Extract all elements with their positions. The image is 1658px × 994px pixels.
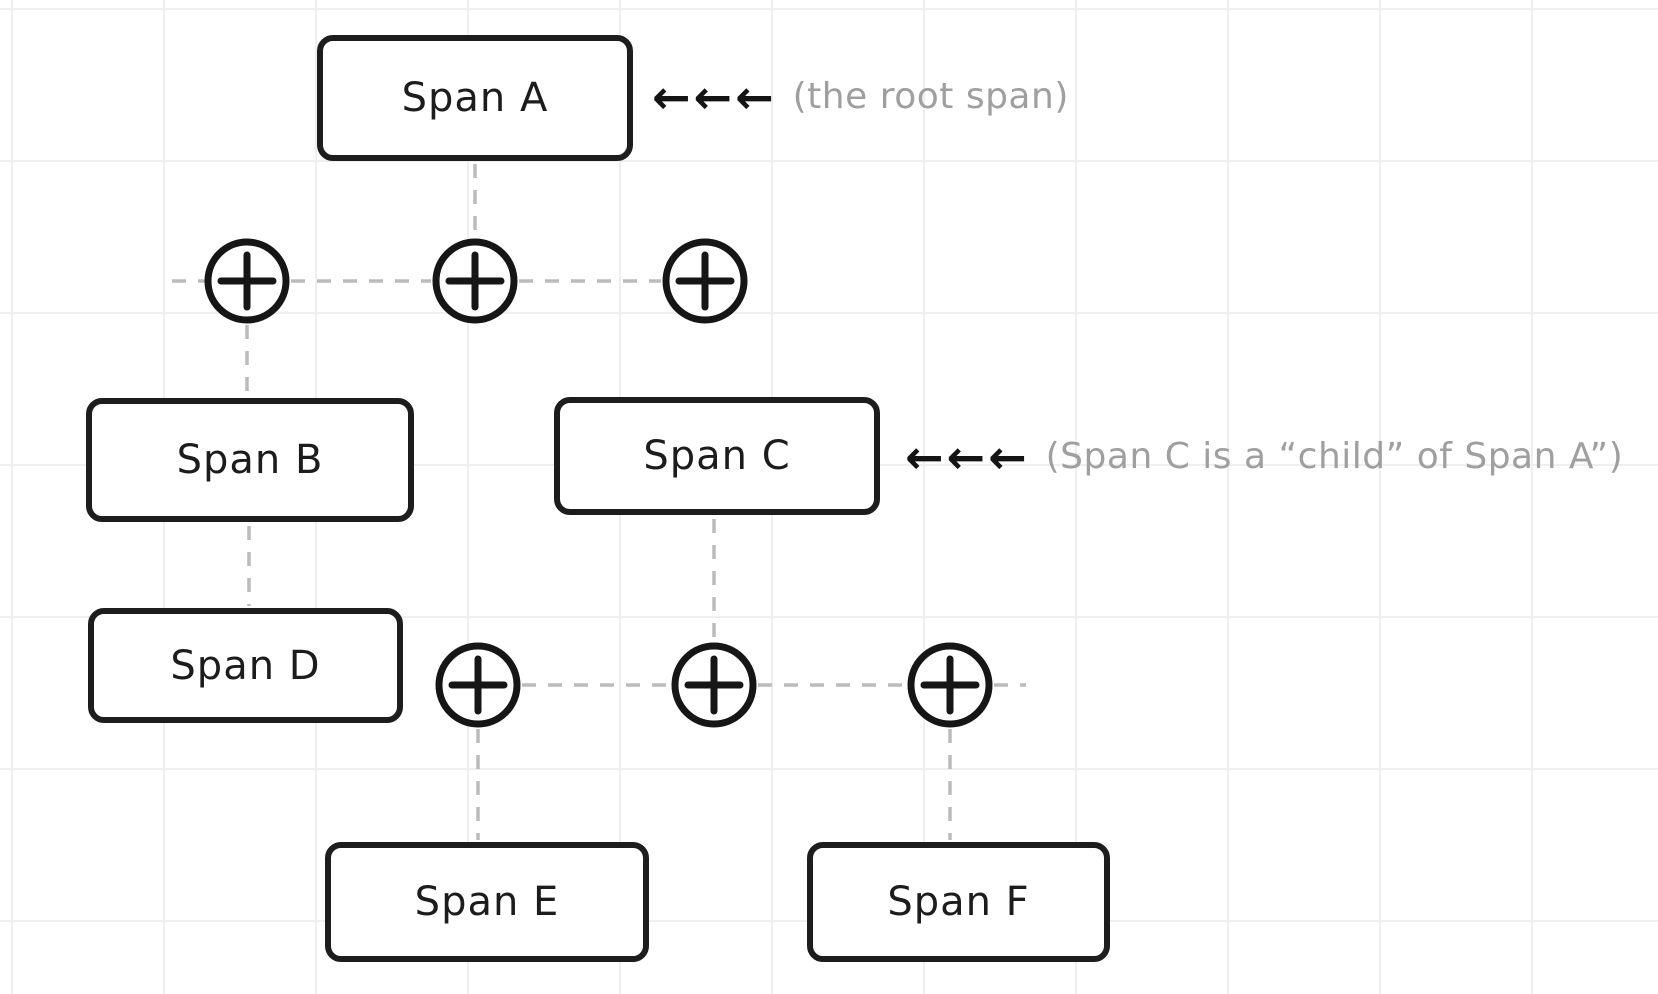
plus-circle-icon xyxy=(204,238,290,324)
node-span-f: Span F xyxy=(807,842,1110,962)
plus-circle-icon xyxy=(907,642,993,728)
annotation-child-span: ←←← (Span C is a “child” of Span A”) xyxy=(905,427,1623,487)
triple-left-arrow-icon: ←←← xyxy=(652,70,777,124)
annotation-child-span-text: (Span C is a “child” of Span A”) xyxy=(1045,436,1624,478)
plus-circle-icon xyxy=(671,642,757,728)
plus-circle-icon xyxy=(435,642,521,728)
annotation-root-span: ←←← (the root span) xyxy=(652,67,1069,127)
node-span-e: Span E xyxy=(325,842,649,962)
triple-left-arrow-icon: ←←← xyxy=(905,430,1030,484)
annotation-root-span-text: (the root span) xyxy=(792,76,1069,118)
node-span-c: Span C xyxy=(554,397,880,515)
plus-circle-icon xyxy=(662,238,748,324)
node-span-a: Span A xyxy=(317,35,633,161)
node-span-d: Span D xyxy=(88,608,403,723)
node-span-b: Span B xyxy=(86,398,414,522)
plus-circle-icon xyxy=(432,238,518,324)
